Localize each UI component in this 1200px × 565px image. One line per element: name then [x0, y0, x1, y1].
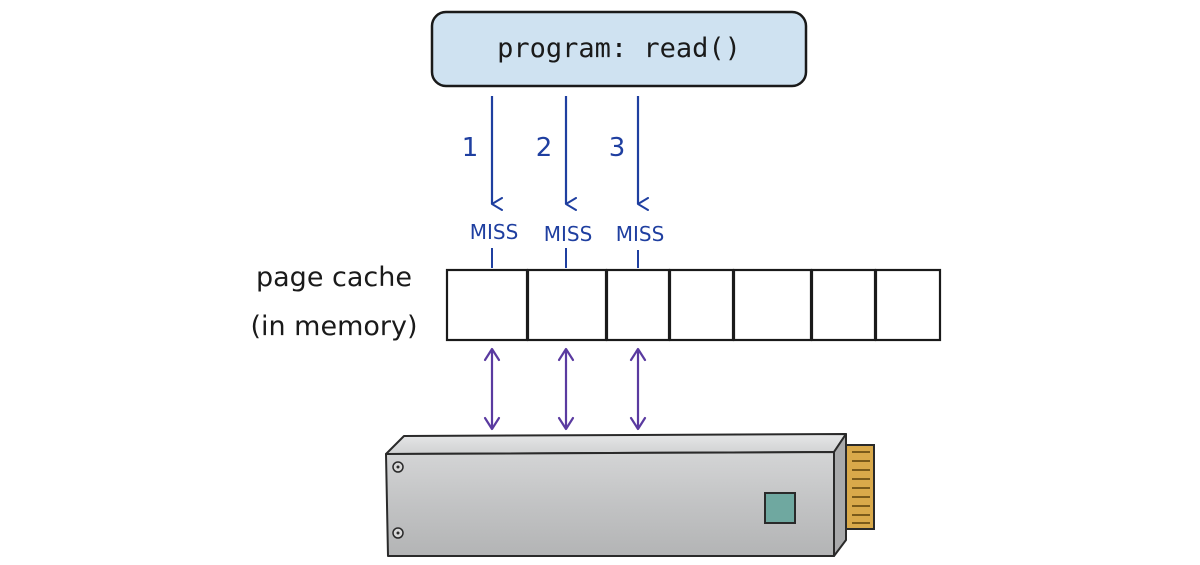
cache-page-7 — [874, 268, 942, 342]
cache-page-6 — [810, 268, 877, 342]
page-cache-label: page cache (in memory) — [250, 262, 417, 342]
cache-page-1 — [445, 268, 529, 342]
program-label: program: read() — [497, 33, 741, 64]
cache-page-4 — [668, 268, 735, 342]
miss-label-2: MISS — [544, 222, 593, 246]
program-box-shape — [430, 10, 808, 88]
miss-label-3: MISS — [616, 222, 665, 246]
io-arrows — [483, 347, 647, 431]
cache-page-3 — [605, 268, 671, 342]
request-number-1: 1 — [462, 133, 479, 163]
program-box: program: read() — [430, 10, 808, 88]
request-number-3: 3 — [609, 133, 626, 163]
miss-label-1: MISS — [470, 220, 519, 244]
io-arrow-2 — [557, 347, 575, 431]
cache-page-5 — [732, 268, 813, 342]
request-number-2: 2 — [536, 133, 553, 163]
page-cache-row — [445, 268, 942, 342]
miss-labels: MISS MISS MISS — [470, 220, 665, 268]
cache-page-2 — [526, 268, 608, 342]
page-cache-label-line1: page cache — [256, 262, 412, 293]
request-arrows: 1 2 3 — [462, 96, 649, 211]
io-arrow-3 — [629, 347, 647, 431]
ssd-drive-icon — [385, 433, 875, 557]
io-arrow-1 — [483, 347, 501, 431]
page-cache-label-line2: (in memory) — [250, 311, 417, 342]
